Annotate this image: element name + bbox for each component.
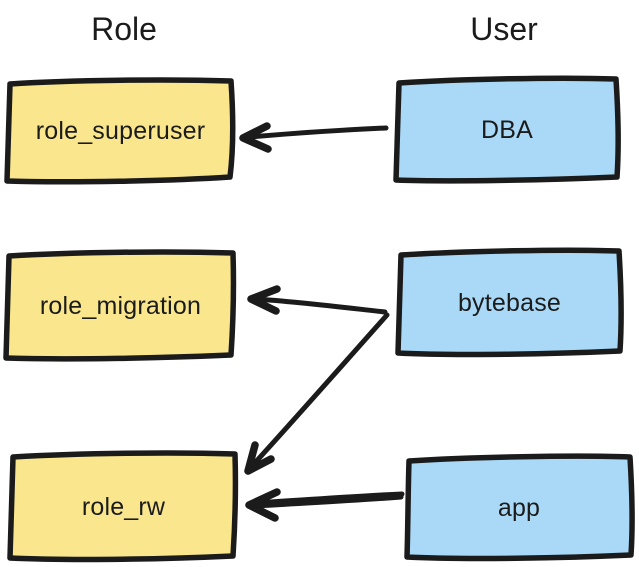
user-app-box (404, 453, 635, 562)
user-bytebase-box (395, 247, 624, 358)
arrow-bytebase-to-role-rw (244, 312, 390, 475)
role-superuser-box (4, 77, 236, 185)
user-dba-box (393, 75, 621, 184)
column-heading-user: User (470, 10, 538, 47)
arrow-bytebase-to-role-migration (247, 285, 388, 315)
arrow-dba-to-role-superuser (239, 122, 389, 153)
role-rw-box (7, 450, 239, 563)
arrow-app-to-role-rw (245, 488, 405, 522)
role-migration-box (3, 249, 237, 362)
column-heading-role: Role (91, 10, 157, 47)
